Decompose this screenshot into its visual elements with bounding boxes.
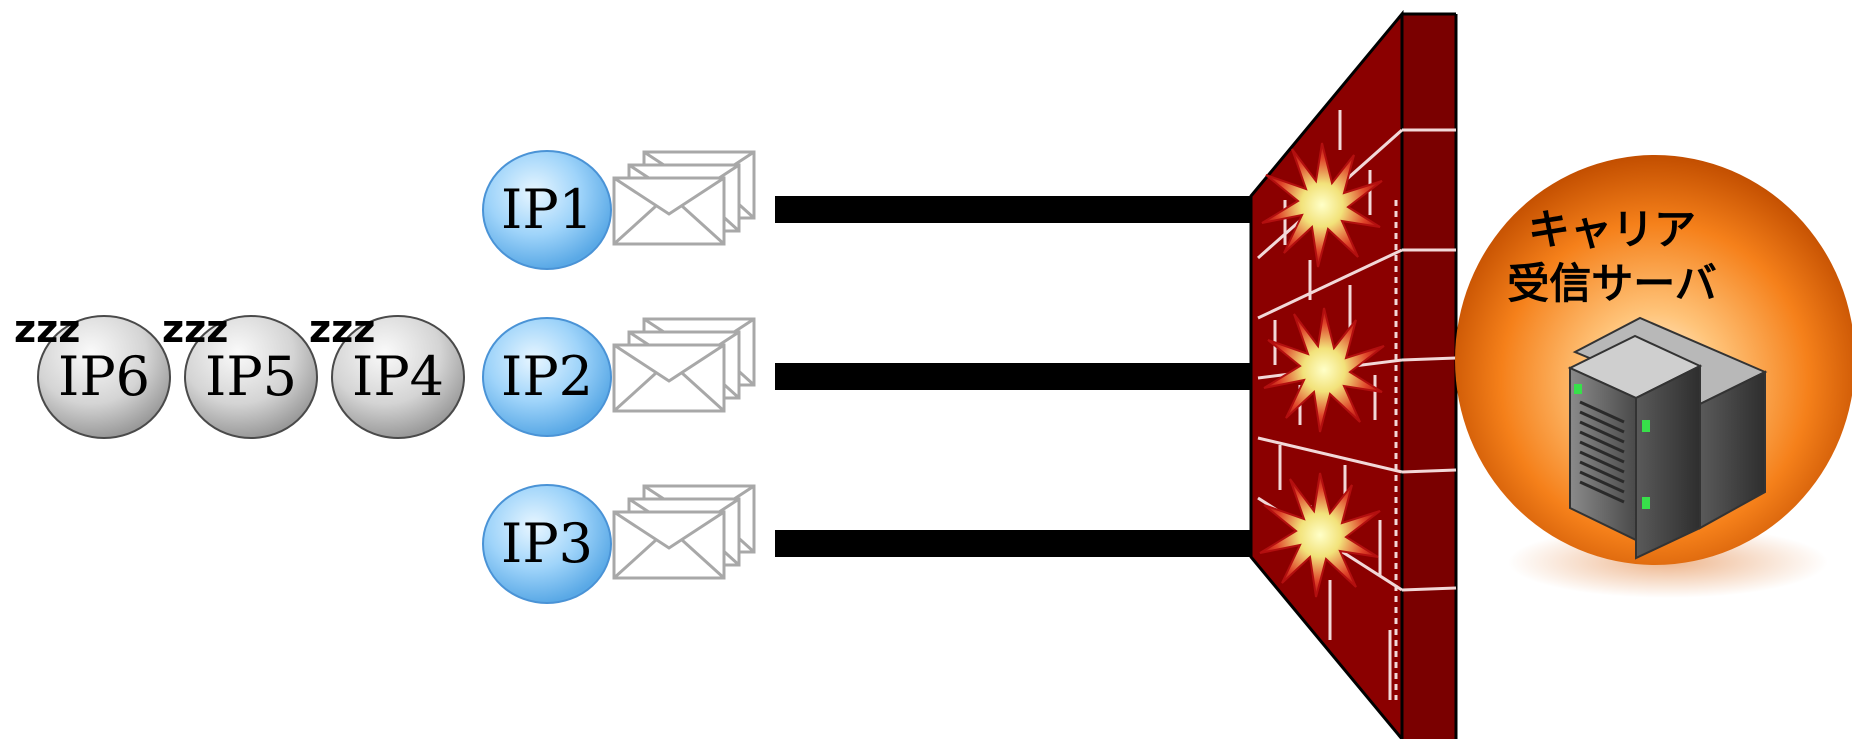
- ip-label: IP6: [58, 345, 150, 408]
- sleeping-ip-node-5: IP5 zzz: [162, 307, 318, 439]
- ip-label: IP3: [501, 512, 593, 575]
- active-ip-node-2: IP2: [482, 317, 612, 437]
- server-label-line2: 受信サーバ: [1507, 259, 1717, 308]
- sleep-indicator: zzz: [14, 307, 80, 351]
- connection-line-ip2: [775, 363, 1255, 390]
- connection-line-ip1: [775, 196, 1255, 223]
- carrier-receive-server: キャリア 受信サーバ: [1455, 155, 1852, 598]
- ip-label: IP2: [501, 345, 593, 408]
- ip-label: IP5: [205, 345, 297, 408]
- connection-line-ip3: [775, 530, 1255, 557]
- sleeping-ip-node-6: IP6 zzz: [14, 307, 171, 439]
- envelope-stack-icon: [614, 319, 754, 411]
- server-tower-icon: [1567, 316, 1768, 560]
- connection-lines: [775, 196, 1255, 557]
- ip-label: IP4: [352, 345, 444, 408]
- active-ip-node-3: IP3: [482, 484, 612, 604]
- sleep-indicator: zzz: [162, 307, 228, 351]
- server-label-line1: キャリア: [1528, 205, 1696, 254]
- active-ip-node-1: IP1: [482, 150, 612, 270]
- ip-label: IP1: [501, 178, 593, 241]
- envelope-stack-icon: [614, 152, 754, 244]
- envelope-stack-icon: [614, 486, 754, 578]
- sleep-indicator: zzz: [309, 307, 375, 351]
- sleeping-ip-node-4: IP4 zzz: [309, 307, 465, 439]
